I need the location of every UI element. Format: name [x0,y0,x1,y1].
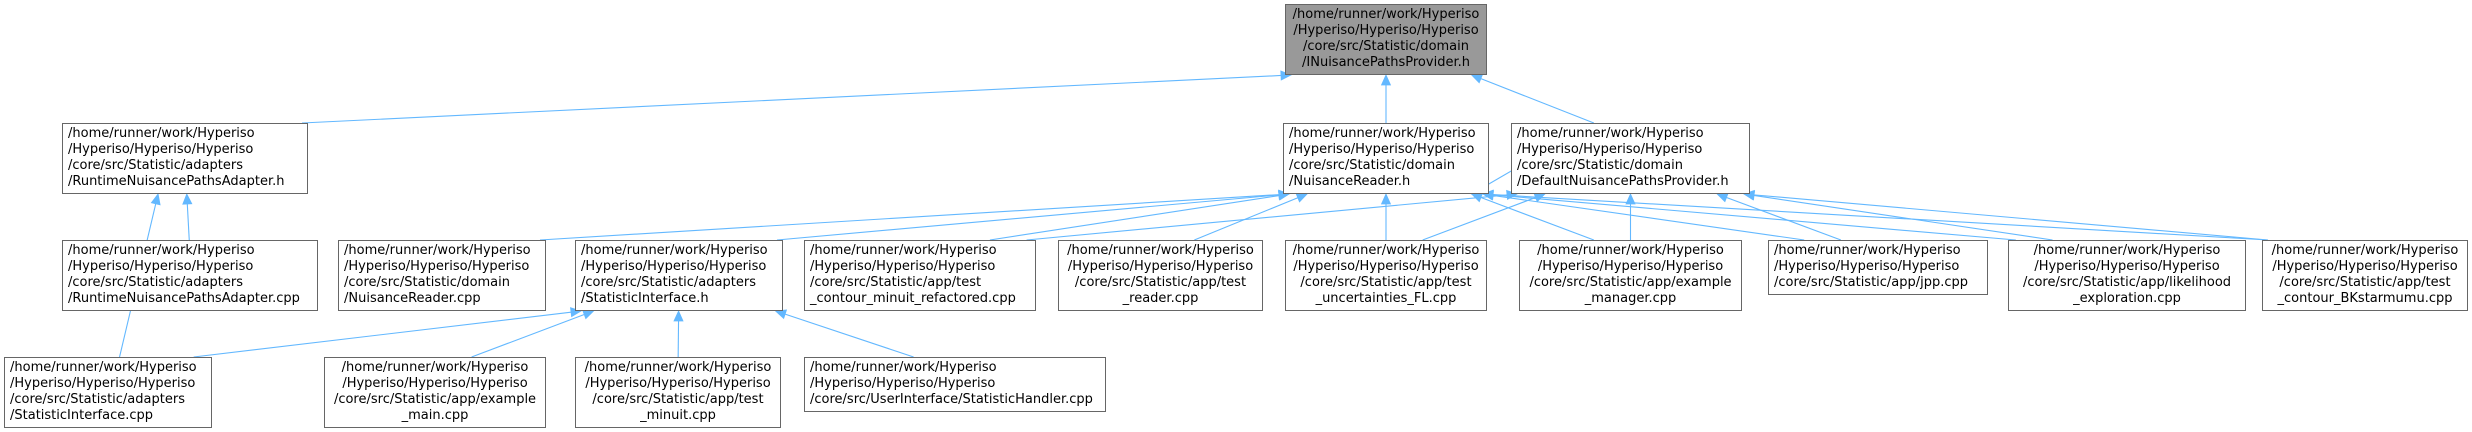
node-default-nuisance-paths-provider-h[interactable]: /home/runner/work/Hyperiso/Hyperiso/Hype… [1511,123,1750,194]
edge-arrowhead [1295,193,1309,203]
edge-test_uncertainties_fl_cpp-to-default_provider_h [1422,197,1536,241]
node-test-contour-bkstarmumu-cpp[interactable]: /home/runner/work/Hyperiso/Hyperiso/Hype… [2262,240,2468,311]
node-nuisance-reader-h[interactable]: /home/runner/work/Hyperiso/Hyperiso/Hype… [1283,123,1489,194]
edge-arrowhead [582,309,595,320]
edge-runtime_adapter_h-to-inuisance_provider_h [301,74,1282,124]
node-test-reader-cpp[interactable]: /home/runner/work/Hyperiso/Hyperiso/Hype… [1058,240,1263,311]
edge-arrowhead [182,193,193,205]
edge-default_provider_h-to-inuisance_provider_h [1480,78,1595,124]
edge-runtime_adapter_cpp-to-runtime_adapter_h [186,203,190,241]
edge-jpp_cpp-to-nuisance_reader_h [1492,194,1805,241]
edge-test_contour_bkstarmumu_cpp-to-default_provider_h [1753,194,2269,241]
edge-jpp_cpp-to-default_provider_h [1726,196,1842,241]
node-runtime-nuisance-paths-adapter-cpp[interactable]: /home/runner/work/Hyperiso/Hyperiso/Hype… [62,240,318,311]
node-inuisance-paths-provider-h: /home/runner/work/Hyperiso/Hyperiso/Hype… [1285,4,1487,75]
edge-arrowhead [673,310,684,322]
edge-arrowhead [1470,74,1484,84]
edge-statistic_handler_cpp-to-statistic_interface_h [784,313,914,358]
edge-arrowhead [1625,193,1636,205]
edge-arrowhead [150,193,161,206]
edge-statistic_interface_h-to-nuisance_reader_h [776,194,1280,241]
node-example-main-cpp[interactable]: /home/runner/work/Hyperiso/Hyperiso/Hype… [324,357,546,428]
edge-arrowhead [1716,192,1729,203]
edge-arrowhead [1380,193,1392,205]
node-test-uncertainties-fl-cpp[interactable]: /home/runner/work/Hyperiso/Hyperiso/Hype… [1285,240,1487,311]
edge-likelihood_exploration_cpp-to-nuisance_reader_h [1492,194,2016,241]
node-statistic-interface-h[interactable]: /home/runner/work/Hyperiso/Hyperiso/Hype… [575,240,783,311]
edge-statistic_interface_cpp-to-statistic_interface_h [193,311,572,358]
node-runtime-nuisance-paths-adapter-h[interactable]: /home/runner/work/Hyperiso/Hyperiso/Hype… [62,123,308,194]
node-statistic-interface-cpp[interactable]: /home/runner/work/Hyperiso/Hyperiso/Hype… [4,357,212,428]
edge-test_contour_minuit_refactored_cpp-to-default_provider_h [1026,194,1508,241]
edge-example_main_cpp-to-statistic_interface_h [471,314,585,358]
node-test-contour-minuit-refactored-cpp[interactable]: /home/runner/work/Hyperiso/Hyperiso/Hype… [804,240,1036,311]
node-example-manager-cpp[interactable]: /home/runner/work/Hyperiso/Hyperiso/Hype… [1519,240,1742,311]
node-nuisance-reader-cpp[interactable]: /home/runner/work/Hyperiso/Hyperiso/Hype… [338,240,546,311]
edge-arrowhead [774,309,788,320]
edge-test_contour_bkstarmumu_cpp-to-nuisance_reader_h [1492,194,2269,241]
node-statistic-handler-cpp[interactable]: /home/runner/work/Hyperiso/Hyperiso/Hype… [804,357,1106,412]
edge-likelihood_exploration_cpp-to-default_provider_h [1753,194,2053,241]
node-test-minuit-cpp[interactable]: /home/runner/work/Hyperiso/Hyperiso/Hype… [575,357,781,428]
edge-test_contour_minuit_refactored_cpp-to-nuisance_reader_h [989,194,1280,241]
node-jpp-cpp[interactable]: /home/runner/work/Hyperiso/Hyperiso/Hype… [1768,240,1988,295]
edge-example_manager_cpp-to-nuisance_reader_h [1480,197,1595,241]
edge-nuisance_reader_cpp-to-nuisance_reader_h [539,194,1280,241]
node-likelihood-exploration-cpp[interactable]: /home/runner/work/Hyperiso/Hyperiso/Hype… [2008,240,2246,311]
edge-arrowhead [1380,74,1392,86]
